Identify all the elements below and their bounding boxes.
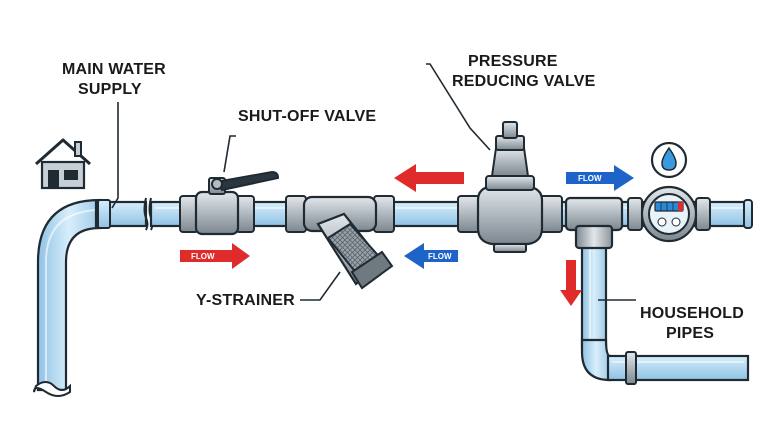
water-meter bbox=[627, 185, 711, 243]
svg-text:FLOW: FLOW bbox=[428, 252, 452, 261]
label-main-water-supply-line2: SUPPLY bbox=[78, 81, 142, 98]
label-y-strainer: Y-STRAINER bbox=[196, 292, 295, 309]
shutoff-valve bbox=[179, 170, 280, 236]
label-pipes: PIPES bbox=[666, 325, 714, 342]
main-supply-pipe bbox=[33, 198, 148, 397]
flow-arrow-blue-middle: FLOW bbox=[404, 243, 458, 269]
house-icon bbox=[35, 138, 91, 190]
household-branch-pipe bbox=[564, 196, 750, 385]
leader-lines bbox=[111, 63, 636, 301]
pressure-reducing-valve bbox=[457, 121, 563, 253]
water-drop-icon bbox=[650, 141, 688, 179]
svg-text:FLOW: FLOW bbox=[191, 252, 215, 261]
label-main-water-supply: MAIN WATER bbox=[62, 61, 166, 78]
label-pressure: PRESSURE bbox=[468, 53, 558, 70]
label-reducing-valve: REDUCING VALVE bbox=[452, 73, 596, 90]
label-household: HOUSEHOLD bbox=[640, 305, 744, 322]
label-shutoff-valve: SHUT-OFF VALVE bbox=[238, 108, 376, 125]
svg-text:FLOW: FLOW bbox=[578, 174, 602, 183]
flow-arrow-blue-right: FLOW bbox=[566, 165, 634, 191]
red-arrow-large bbox=[394, 164, 464, 192]
flow-arrow-red-left: FLOW bbox=[180, 243, 250, 269]
red-arrow-down bbox=[560, 260, 582, 306]
y-strainer bbox=[285, 195, 395, 290]
